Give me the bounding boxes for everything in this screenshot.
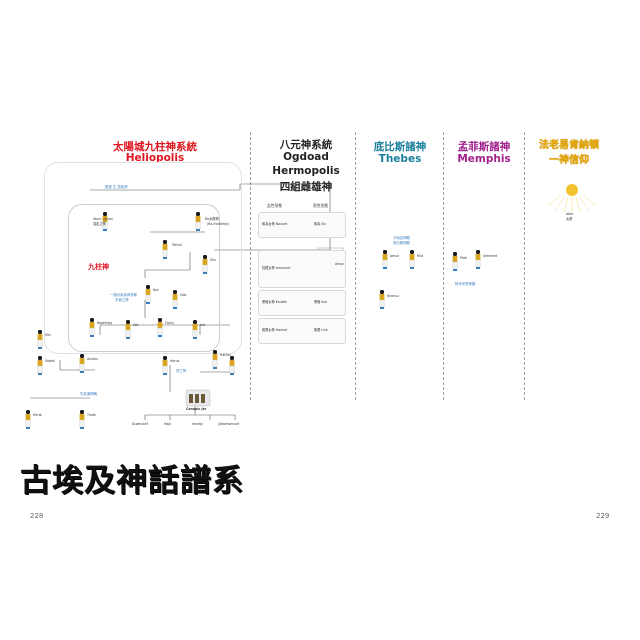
son-qebehsenuef: Qebehsenuef bbox=[218, 422, 240, 426]
anubis-label: Anubis bbox=[87, 357, 98, 361]
akhenaten-title-1: 法老易肯納頓 bbox=[539, 140, 599, 151]
pair-4-female: 無限女神 Hauhet bbox=[262, 328, 288, 332]
mut-label: Mut bbox=[417, 254, 424, 258]
pair-3-male: 黑暗 Kuk bbox=[314, 300, 328, 304]
hermopolis-title-zh: 八元神系統 bbox=[279, 139, 333, 151]
pair-2-female: 隱藏女神 Amaunet bbox=[262, 266, 291, 270]
thoth-label: Thoth bbox=[87, 413, 97, 417]
thebes-label-2: 底比斯神殿 bbox=[393, 241, 410, 245]
atum-desc: 混亂之神 bbox=[93, 222, 106, 226]
isis-label: Isis bbox=[200, 323, 206, 327]
sekhmet-label: Sekhmet bbox=[483, 254, 498, 258]
osiris-label: Osiris bbox=[165, 321, 174, 325]
nut-label: Nut bbox=[153, 288, 159, 292]
hathor-label: Hathor bbox=[220, 353, 231, 357]
maat-label: Ma'at bbox=[33, 413, 42, 417]
aten-desc: 太陽 bbox=[566, 217, 573, 221]
page-title: 古埃及神話譜系 bbox=[20, 463, 244, 499]
son-duamutef: Duamutef bbox=[132, 422, 148, 426]
pair-3-female: 黑暗女神 Kauket bbox=[262, 300, 287, 304]
blue-note-2: 天使之神 bbox=[115, 298, 129, 302]
ra-label: Ra太陽神 bbox=[205, 217, 219, 221]
sobek-label: Sobek bbox=[45, 359, 55, 363]
ennead-frame bbox=[68, 204, 220, 352]
blue-note-1: 一個月後為荷魯斯 bbox=[110, 293, 138, 297]
akhenaten-title-2: 一神信仰 bbox=[549, 155, 589, 166]
aten-label: Aten bbox=[566, 212, 574, 216]
ennead-label: 九柱神 bbox=[88, 263, 109, 271]
son-hapi: Hapi bbox=[164, 422, 172, 426]
atum-label: Atum（Aum） bbox=[93, 217, 116, 221]
son-imsety: Imsety bbox=[192, 422, 203, 426]
memphis-title-en: Memphis bbox=[457, 153, 511, 165]
thebes-title-en: Thebes bbox=[378, 153, 422, 165]
pair-1-female: 無為女神 Naunet bbox=[262, 222, 288, 226]
thebes-title-zh: 底比斯諸神 bbox=[373, 141, 427, 153]
pair-box-2 bbox=[258, 250, 346, 288]
nephthys-label: Nephthys bbox=[97, 321, 113, 325]
shu-label: Shu bbox=[210, 258, 217, 262]
page-number-right: 229 bbox=[596, 512, 610, 520]
hermopolis-title-en1: Ogdoad bbox=[283, 151, 329, 163]
female-header: 女性形態 bbox=[267, 203, 283, 208]
pair-1-male: 無為 Nu bbox=[314, 222, 326, 226]
pair-2-male: Amun bbox=[335, 262, 345, 266]
ra-desc: （Ra-Horakhty） bbox=[205, 222, 232, 226]
pair-box-3 bbox=[258, 290, 346, 316]
pair-4-male: 無限 Huh bbox=[314, 328, 328, 332]
heliopolis-title-en: Heliopolis bbox=[125, 152, 185, 164]
canopic-label: Canopic Jar bbox=[186, 407, 207, 411]
heliopolis-top-label: 雙重 生 混亂神 bbox=[105, 185, 128, 189]
memphis-title-zh: 孟菲斯諸神 bbox=[457, 141, 511, 153]
outer-frame bbox=[44, 162, 242, 354]
set-label: Set bbox=[133, 323, 139, 327]
amun-label: Amun bbox=[390, 254, 400, 258]
page-number-left: 228 bbox=[30, 512, 44, 520]
tefnut-label: Tefnut bbox=[172, 243, 182, 247]
column-divider bbox=[250, 132, 251, 400]
blue-note-4: 死亡神 bbox=[176, 369, 187, 373]
blue-note-3: 先真道神職 bbox=[80, 392, 97, 396]
geb-label: Geb bbox=[180, 293, 187, 297]
pair-box-4 bbox=[258, 318, 346, 344]
ptah-label: Ptah bbox=[460, 256, 468, 260]
pair-box-1 bbox=[258, 212, 346, 238]
horus-label: Horus bbox=[170, 359, 180, 363]
thebes-label-1: 卡納克神殿 bbox=[393, 236, 410, 240]
column-divider bbox=[524, 132, 525, 400]
min-label: Min bbox=[45, 333, 51, 337]
column-divider bbox=[443, 132, 444, 400]
heliopolis-title-zh: 太陽城九柱神系統 bbox=[113, 141, 197, 153]
column-divider bbox=[355, 132, 356, 400]
memphis-footer: 阿布辛貝神殿 bbox=[455, 282, 476, 286]
hermopolis-title-en2: Hermopolis bbox=[272, 165, 340, 177]
male-header: 男性形態 bbox=[313, 203, 329, 208]
khonsu-label: Khonsu bbox=[387, 294, 399, 298]
